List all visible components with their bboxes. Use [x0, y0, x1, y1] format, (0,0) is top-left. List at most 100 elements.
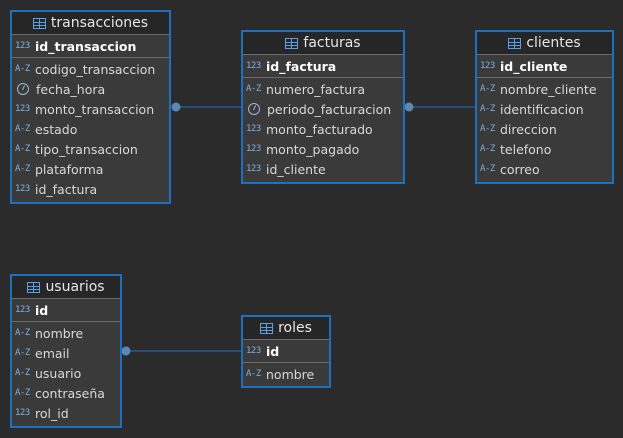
- text-type-icon: A-Z: [480, 144, 495, 154]
- column-row[interactable]: A-Z identificacion: [477, 99, 612, 119]
- entity-title: roles: [278, 320, 312, 336]
- entity-clientes[interactable]: clientes 123 id_cliente A-Z nombre_client…: [475, 30, 614, 184]
- entity-title: clientes: [526, 35, 581, 51]
- column-row[interactable]: A-Z plataforma: [12, 159, 169, 179]
- column-name: monto_pagado: [266, 141, 360, 157]
- table-icon: [27, 281, 41, 293]
- link-dot-transacciones[interactable]: [171, 102, 181, 112]
- primary-key-row[interactable]: 123 id_cliente: [477, 55, 612, 78]
- column-row[interactable]: A-Z telefono: [477, 139, 612, 159]
- column-row[interactable]: A-Z estado: [12, 119, 169, 139]
- column-row[interactable]: A-Z correo: [477, 159, 612, 179]
- column-name: estado: [35, 121, 78, 137]
- text-type-icon: A-Z: [15, 124, 30, 134]
- numeric-type-icon: 123: [480, 61, 495, 71]
- column-name: id: [266, 343, 280, 359]
- column-row[interactable]: periodo_facturacion: [243, 99, 403, 119]
- column-name: numero_factura: [266, 81, 366, 97]
- numeric-type-icon: 123: [246, 346, 261, 356]
- numeric-type-icon: 123: [246, 164, 261, 174]
- entity-roles[interactable]: roles 123 id A-Z nombre: [241, 315, 331, 388]
- column-name: monto_facturado: [266, 121, 373, 137]
- column-name: direccion: [500, 121, 557, 137]
- table-icon: [260, 322, 274, 334]
- entity-title: transacciones: [50, 15, 149, 31]
- column-name: id_transaccion: [35, 38, 137, 54]
- entity-facturas[interactable]: facturas 123 id_factura A-Z numero_factur…: [241, 30, 405, 184]
- link-dot-usuarios[interactable]: [121, 346, 131, 356]
- column-row[interactable]: 123 rol_id: [12, 403, 120, 423]
- column-row[interactable]: A-Z nombre_cliente: [477, 79, 612, 99]
- entity-usuarios[interactable]: usuarios 123 id A-Z nombre A-Z email A-Z us…: [10, 274, 122, 428]
- primary-key-row[interactable]: 123 id_transaccion: [12, 35, 169, 58]
- entity-header[interactable]: transacciones: [12, 12, 169, 35]
- column-name: nombre: [266, 366, 315, 382]
- column-row[interactable]: 123 monto_facturado: [243, 119, 403, 139]
- text-type-icon: A-Z: [15, 388, 30, 398]
- column-name: usuario: [35, 365, 82, 381]
- column-row[interactable]: A-Z usuario: [12, 363, 120, 383]
- text-type-icon: A-Z: [480, 104, 495, 114]
- text-type-icon: A-Z: [15, 164, 30, 174]
- primary-key-row[interactable]: 123 id: [12, 299, 120, 322]
- column-name: id_cliente: [266, 161, 326, 177]
- entity-title: usuarios: [45, 279, 105, 295]
- column-name: correo: [500, 161, 540, 177]
- entity-header[interactable]: usuarios: [12, 276, 120, 299]
- column-name: nombre: [35, 325, 84, 341]
- column-row[interactable]: A-Z nombre: [12, 323, 120, 343]
- column-name: id_factura: [35, 181, 98, 197]
- datetime-type-icon: [248, 103, 260, 115]
- numeric-type-icon: 123: [246, 144, 261, 154]
- column-row[interactable]: 123 monto_pagado: [243, 139, 403, 159]
- column-row[interactable]: A-Z contraseña: [12, 383, 120, 403]
- column-row[interactable]: fecha_hora: [12, 79, 169, 99]
- entity-header[interactable]: clientes: [477, 32, 612, 55]
- column-name: nombre_cliente: [500, 81, 597, 97]
- column-row[interactable]: A-Z email: [12, 343, 120, 363]
- text-type-icon: A-Z: [480, 164, 495, 174]
- column-name: periodo_facturacion: [267, 101, 392, 117]
- entity-title: facturas: [303, 35, 361, 51]
- column-name: identificacion: [500, 101, 584, 117]
- column-name: codigo_transaccion: [35, 61, 156, 77]
- column-name: contraseña: [35, 385, 105, 401]
- column-row[interactable]: A-Z numero_factura: [243, 79, 403, 99]
- column-row[interactable]: 123 id_cliente: [243, 159, 403, 179]
- entity-header[interactable]: facturas: [243, 32, 403, 55]
- column-name: fecha_hora: [36, 81, 106, 97]
- column-name: email: [35, 345, 70, 361]
- column-name: id_factura: [266, 58, 337, 74]
- column-name: plataforma: [35, 161, 104, 177]
- text-type-icon: A-Z: [15, 368, 30, 378]
- numeric-type-icon: 123: [246, 124, 261, 134]
- entity-header[interactable]: roles: [243, 317, 329, 340]
- text-type-icon: A-Z: [15, 328, 30, 338]
- column-row[interactable]: A-Z nombre: [243, 364, 329, 384]
- column-row[interactable]: 123 id_factura: [12, 179, 169, 199]
- text-type-icon: A-Z: [246, 84, 261, 94]
- numeric-type-icon: 123: [15, 408, 30, 418]
- column-name: telefono: [500, 141, 552, 157]
- column-name: id: [35, 302, 49, 318]
- text-type-icon: A-Z: [15, 348, 30, 358]
- column-name: id_cliente: [500, 58, 568, 74]
- table-icon: [285, 37, 299, 49]
- text-type-icon: A-Z: [480, 84, 495, 94]
- primary-key-row[interactable]: 123 id_factura: [243, 55, 403, 78]
- datetime-type-icon: [17, 83, 29, 95]
- column-name: rol_id: [35, 405, 69, 421]
- primary-key-row[interactable]: 123 id: [243, 340, 329, 363]
- numeric-type-icon: 123: [15, 184, 30, 194]
- text-type-icon: A-Z: [246, 369, 261, 379]
- column-name: tipo_transaccion: [35, 141, 138, 157]
- link-dot-facturas[interactable]: [404, 102, 414, 112]
- table-icon: [508, 37, 522, 49]
- column-name: monto_transaccion: [35, 101, 155, 117]
